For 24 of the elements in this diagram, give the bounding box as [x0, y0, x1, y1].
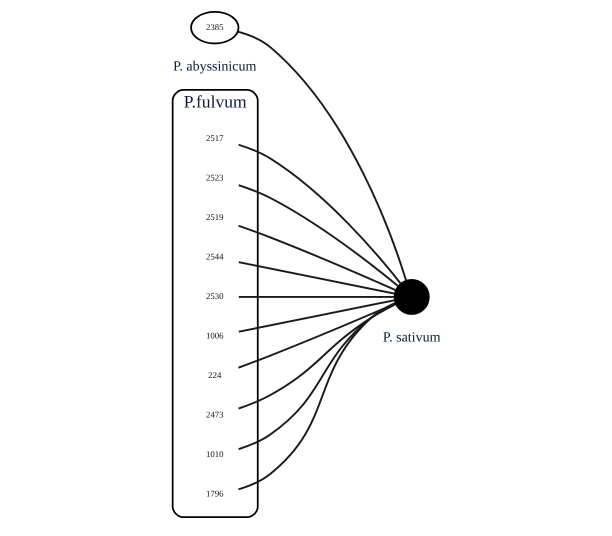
- connector: [238, 261, 394, 295]
- connector: [238, 30, 407, 281]
- connector: [238, 303, 396, 410]
- connector: [238, 299, 394, 333]
- connector: [238, 302, 396, 450]
- node-label: P. abyssinicum: [173, 58, 256, 74]
- node-text: 2523: [206, 172, 224, 183]
- node-text: 1006: [206, 330, 224, 341]
- node-label: P. sativum: [382, 330, 441, 346]
- connector: [238, 296, 394, 298]
- node-text: 2530: [206, 291, 224, 302]
- connector: [238, 302, 396, 490]
- connector: [238, 144, 402, 284]
- node-text: 1010: [206, 449, 224, 460]
- node-text: 2517: [206, 133, 224, 144]
- node-circle: [394, 278, 430, 315]
- node-text: 2544: [206, 252, 224, 262]
- node-text: 2473: [206, 410, 224, 420]
- node-ellipse: 2385: [190, 10, 240, 44]
- connector: [238, 184, 398, 287]
- node-text: 1796: [206, 488, 224, 499]
- node-text: 224: [208, 370, 222, 380]
- node-text: 2519: [206, 212, 224, 222]
- connector: [238, 224, 396, 291]
